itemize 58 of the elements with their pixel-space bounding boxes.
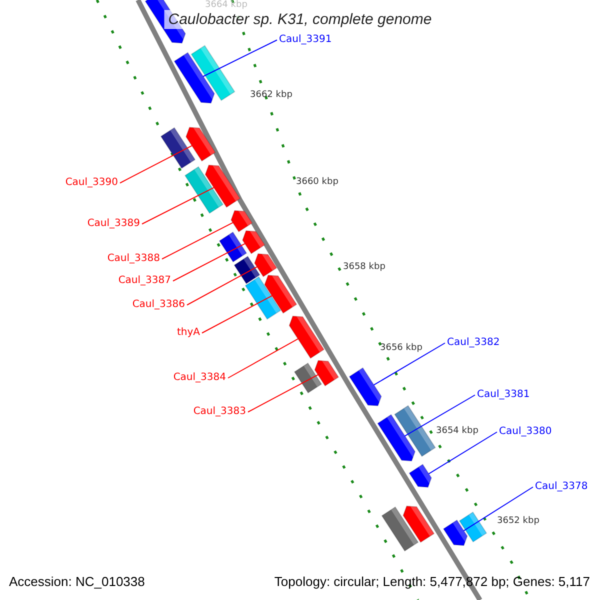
leader-line: [202, 295, 273, 334]
gene-feature: [402, 504, 435, 543]
leader-line: [463, 486, 534, 532]
gene-feature: [244, 276, 282, 320]
scale-label: 3660 kbp: [296, 177, 338, 187]
gene-feature: [242, 229, 266, 254]
gene-feature: [314, 358, 340, 387]
gene-feature: [185, 126, 216, 162]
gene-label: Caul_3381: [477, 388, 530, 402]
gene-label: Caul_3387: [118, 274, 171, 288]
gene-feature: [218, 231, 248, 263]
gene-label: Caul_3388: [107, 252, 160, 266]
gene-label: Caul_3390: [65, 176, 118, 190]
gene-label: Caul_3378: [535, 480, 588, 494]
gene-feature: [264, 274, 298, 314]
gene-label: Caul_3380: [499, 425, 552, 439]
gene-label: thyA: [176, 326, 200, 340]
gene-label: Caul_3384: [173, 371, 226, 385]
gene-feature: [234, 256, 260, 284]
gene-label: Caul_3382: [447, 336, 500, 350]
gene-label: Caul_3391: [279, 33, 332, 47]
leader-line: [202, 40, 278, 77]
leader-line: [228, 338, 299, 378]
gene-feature: [408, 464, 432, 488]
gene-feature: [230, 208, 253, 232]
gene-feature: [394, 404, 436, 458]
scale-label: 3664 kbp: [205, 0, 248, 10]
gene-feature: [348, 367, 382, 406]
leader-line: [162, 222, 234, 260]
leader-line: [142, 187, 214, 224]
scale-label: 3656 kbp: [380, 343, 422, 353]
leader-line: [172, 243, 246, 282]
leader-line: [186, 266, 258, 306]
gene-label: Caul_3389: [87, 217, 140, 231]
gene-label: Caul_3383: [193, 405, 246, 419]
scale-label: 3662 kbp: [250, 90, 292, 100]
scale-label: 3652 kbp: [497, 516, 540, 526]
gene-feature: [190, 44, 236, 102]
leader-line: [428, 432, 498, 474]
scale-label: 3654 kbp: [436, 426, 478, 436]
genome-info-text: Accession: NC_010338: [9, 574, 145, 590]
gene-feature: [376, 414, 416, 462]
leader-line: [404, 394, 476, 437]
gene-feature: [174, 52, 215, 104]
scale-label: 3658 kbp: [343, 262, 386, 272]
gene-feature: [288, 314, 325, 359]
gene-feature: [442, 519, 468, 546]
gene-feature: [204, 164, 241, 208]
genome-info-text: Topology: circular; Length: 5,477,872 bp; Genes: 5,117: [274, 574, 590, 590]
leader-line: [248, 374, 319, 412]
leader-line: [120, 145, 192, 184]
gene-label: Caul_3386: [132, 298, 185, 312]
gene-feature: [160, 127, 196, 169]
leader-line: [373, 342, 446, 386]
gene-feature: [458, 511, 488, 543]
gene-feature: [294, 362, 322, 394]
gene-feature: [381, 506, 419, 552]
gene-feature: [184, 166, 224, 214]
